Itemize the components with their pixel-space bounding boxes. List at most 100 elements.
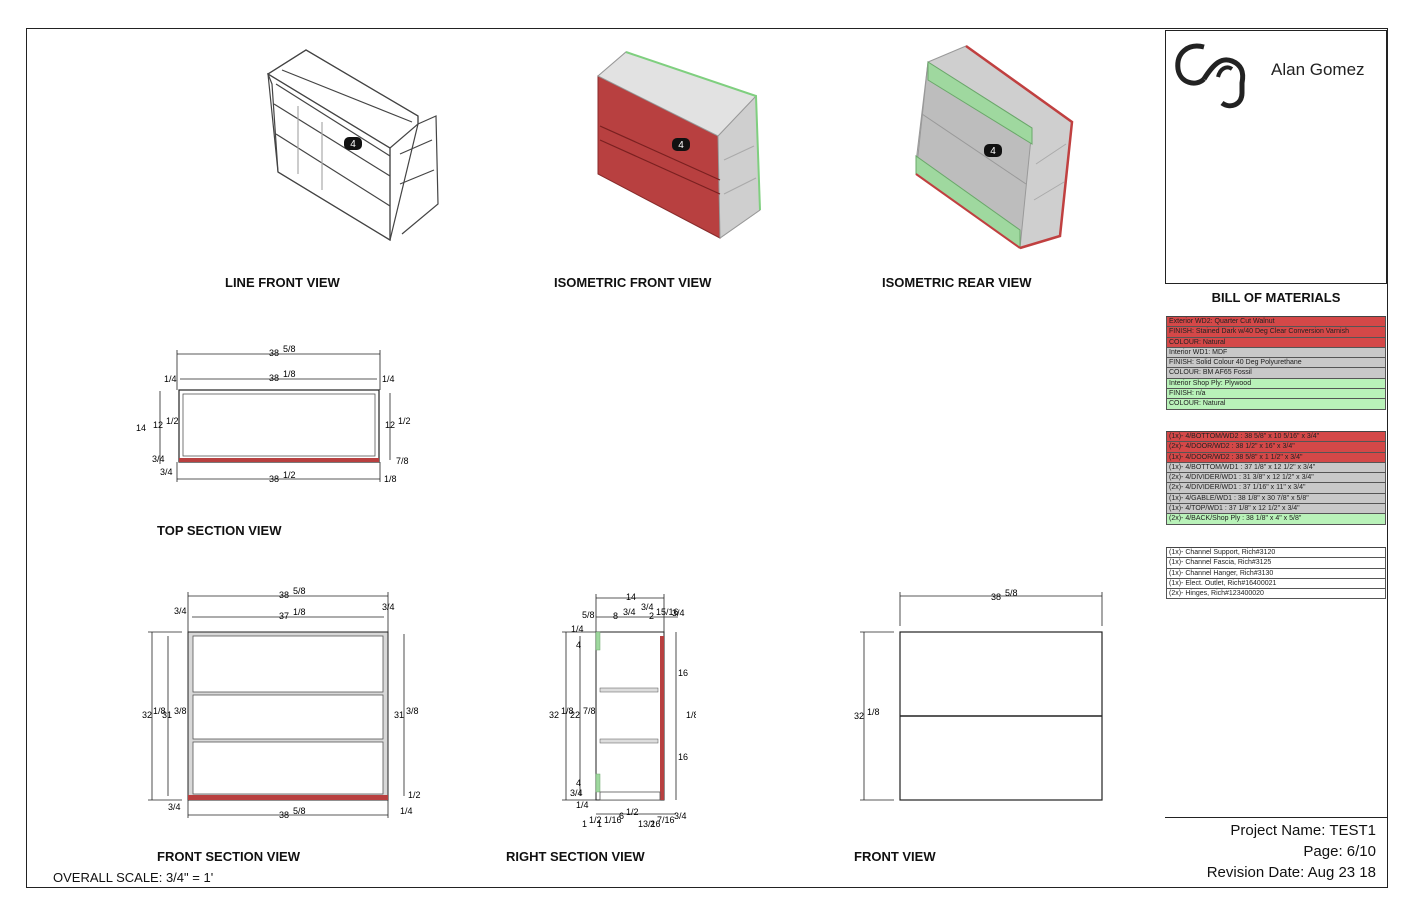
bom-row: (2x)- Hinges, Rich#123400020	[1166, 589, 1386, 600]
fs-left-edge: 3/4	[174, 606, 187, 616]
rs-b2: 1	[597, 819, 602, 829]
rs-left-bot2: 3/4	[570, 788, 583, 798]
revision-line: Revision Date: Aug 23 18	[1207, 864, 1376, 881]
rs-b4-frac: 13/16	[638, 819, 661, 829]
top-bot-left2: 3/4	[160, 467, 173, 477]
rs-top-a: 5/8	[582, 610, 595, 620]
bom-row: FINISH: n/a	[1166, 389, 1386, 400]
top-inner-width-frac: 1/8	[283, 369, 296, 379]
front-section-view-title: FRONT SECTION VIEW	[157, 849, 300, 864]
rs-b5-frac: 7/16	[657, 815, 675, 825]
fv-width: 38	[991, 592, 1001, 602]
title-block-divider	[1165, 817, 1387, 818]
front-view-drawing: 38 5/8 32 1/8	[854, 588, 1103, 801]
iso-front-marker: 4	[678, 140, 684, 151]
rs-b3: 6	[619, 811, 624, 821]
fs-right-edge: 3/4	[382, 602, 395, 612]
top-inner-depth-frac: 1/2	[166, 416, 179, 426]
bom-row: (1x)- 4/GABLE/WD1 : 38 1/8" x 30 7/8" x …	[1166, 493, 1386, 505]
rs-b2-frac: 1/16	[604, 815, 622, 825]
fs-bot-right: 1/4	[400, 806, 413, 816]
fs-inner-height-frac: 3/8	[174, 706, 187, 716]
rs-lower: 16	[678, 752, 688, 762]
rs-left-top: 1/4	[571, 624, 584, 634]
top-bottom-width: 38	[269, 474, 279, 484]
bom-row: FINISH: Solid Colour 40 Deg Polyurethane	[1166, 358, 1386, 369]
fs-inner-width-frac: 1/8	[293, 607, 306, 617]
iso-rear-marker: 4	[990, 146, 996, 157]
fs-height-frac: 1/8	[153, 706, 166, 716]
bom-row: (1x)- 4/BOTTOM/WD1 : 37 1/8" x 12 1/2" x…	[1166, 462, 1386, 474]
iso-front-view-title: ISOMETRIC FRONT VIEW	[554, 275, 712, 290]
top-bot-right: 1/8	[384, 474, 397, 484]
fs-right-height-frac: 3/8	[406, 706, 419, 716]
bom-row: COLOUR: Natural	[1166, 399, 1386, 410]
rs-inner-height: 22	[570, 710, 580, 720]
top-inner-depth: 12	[153, 420, 163, 430]
rs-top-b: 8	[613, 611, 618, 621]
bom-row: Exterior WD2: Quarter Cut Walnut	[1166, 317, 1386, 328]
rs-b1-frac: 1/2	[589, 815, 602, 825]
right-section-view-title: RIGHT SECTION VIEW	[506, 849, 645, 864]
project-name: TEST1	[1329, 822, 1376, 839]
rs-b1: 1	[582, 819, 587, 829]
rs-top-c2: 15/16	[656, 607, 679, 617]
rs-left-bot: 4	[576, 778, 581, 788]
bom-row: (1x)- 4/BOTTOM/WD2 : 38 5/8" x 10 5/16" …	[1166, 432, 1386, 443]
bom-row: (1x)- Channel Fascia, Rich#3125	[1166, 558, 1386, 569]
front-view-title: FRONT VIEW	[854, 849, 936, 864]
overall-scale: OVERALL SCALE: 3/4" = 1'	[53, 870, 214, 885]
page-line: Page: 6/10	[1303, 843, 1376, 860]
top-section-view-drawing: 38 5/8 38 1/8 38 1/2 14 12 1/2 12 1/2 1/…	[136, 344, 411, 484]
rs-inner-height-frac: 7/8	[583, 706, 596, 716]
page-label: Page:	[1303, 843, 1343, 860]
bom-row: FINISH: Stained Dark w/40 Deg Clear Conv…	[1166, 327, 1386, 338]
project-name-line: Project Name: TEST1	[1230, 822, 1376, 839]
fs-bottom-width-frac: 5/8	[293, 806, 306, 816]
bom-row: Interior Shop Ply: Plywood	[1166, 378, 1386, 390]
rs-left-bot3: 1/4	[576, 800, 589, 810]
bom-row: (2x)- 4/DIVIDER/WD1 : 37 1/16" x 11" x 3…	[1166, 483, 1386, 494]
fv-height: 32	[854, 711, 864, 721]
brand-logo-icon	[1175, 43, 1246, 109]
brand-name: Alan Gomez	[1271, 60, 1365, 79]
line-front-view-drawing: 4	[266, 49, 439, 242]
rs-b3-frac: 1/2	[626, 807, 639, 817]
rs-left-top2: 4	[576, 640, 581, 650]
rs-top-c: 2	[649, 611, 654, 621]
fs-overall-width-frac: 5/8	[293, 586, 306, 596]
top-right-depth-frac: 1/2	[398, 416, 411, 426]
isometric-front-view-drawing: 4	[597, 51, 761, 239]
top-overall-width: 38	[269, 348, 279, 358]
top-right-edge: 1/4	[382, 374, 395, 384]
top-inner-width: 38	[269, 373, 279, 383]
rs-width: 14	[626, 592, 636, 602]
bom-row: (1x)- 4/TOP/WD1 : 37 1/8" x 12 1/2" x 3/…	[1166, 504, 1386, 515]
bom-row: (1x)- 4/DOOR/WD2 : 38 5/8" x 1 1/2" x 3/…	[1166, 452, 1386, 463]
rs-top-d: 3/4	[641, 602, 654, 612]
rs-height: 32	[549, 710, 559, 720]
fs-overall-width: 38	[279, 590, 289, 600]
fv-width-frac: 5/8	[1005, 588, 1018, 598]
rs-mid: 1/8	[686, 710, 696, 720]
bom-title: BILL OF MATERIALS	[1211, 290, 1341, 305]
front-section-view-drawing: 38 5/8 37 1/8 38 5/8 32 1/8 31 3/8 31 3/…	[142, 586, 421, 820]
page-number: 6/10	[1346, 843, 1376, 860]
project-name-label: Project Name:	[1230, 822, 1326, 839]
rs-top-b-frac: 3/4	[623, 607, 636, 617]
bom-row: (2x)- 4/DIVIDER/WD1 : 31 3/8" x 12 1/2" …	[1166, 473, 1386, 484]
fs-bottom-width: 38	[279, 810, 289, 820]
bom-hardware-table: (1x)- Channel Support, Rich#3120(1x)- Ch…	[1166, 547, 1386, 600]
fs-inner-width: 37	[279, 611, 289, 621]
fs-bot-right2: 1/2	[408, 790, 421, 800]
fs-height: 32	[142, 710, 152, 720]
rs-b5: 2	[650, 819, 655, 829]
fv-height-frac: 1/8	[867, 707, 880, 717]
line-front-view-title: LINE FRONT VIEW	[225, 275, 340, 290]
fs-right-height: 31	[394, 710, 404, 720]
rs-top-e: 3/4	[672, 608, 685, 618]
top-right-depth: 12	[385, 420, 395, 430]
bom-row: (1x)- Channel Hanger, Rich#3130	[1166, 568, 1386, 579]
bom-row: (1x)- Channel Support, Rich#3120	[1166, 548, 1386, 559]
